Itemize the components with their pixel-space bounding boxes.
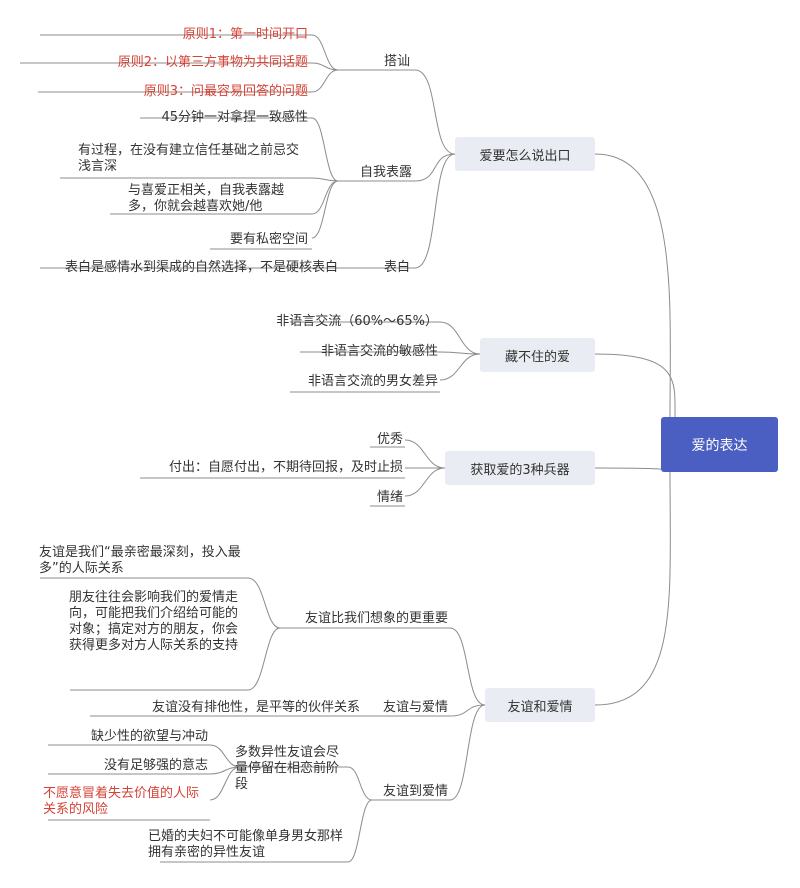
leaf-label: 表白是感情水到渠成的自然选择，不是硬核表白 [64,260,338,275]
branch-node-1[interactable]: 爱要怎么说出口 [455,137,595,171]
sub-node[interactable]: 非语言交流的敏感性 [321,344,438,360]
sub-sub-node[interactable]: 已婚的夫妇不可能像单身男女那样拥有亲密的异性友谊 [148,829,348,861]
branch-node-3[interactable]: 获取爱的3种兵器 [445,451,595,485]
sub-sub-label: 多数异性友谊会尽量停留在相恋前阶段 [235,745,340,792]
branch-label: 爱要怎么说出口 [479,148,571,164]
leaf-node[interactable]: 没有足够强的意志 [104,758,208,774]
leaf-node[interactable]: 有过程，在没有建立信任基础之前忌交浅言深 [78,143,308,175]
leaf-node[interactable]: 表白是感情水到渠成的自然选择，不是硬核表白 [65,260,338,276]
sub-label: 非语言交流（60%～65%） [276,314,438,329]
branch-label: 友谊和爱情 [507,699,573,715]
leaf-label: 不愿意冒着失去价值的人际关系的风险 [43,786,200,817]
sub-node-friendship-to-love[interactable]: 友谊到爱情 [383,784,448,800]
sub-sub-node[interactable]: 多数异性友谊会尽量停留在相恋前阶段 [235,745,345,793]
leaf-label: 45分钟一对拿捏一致感性 [161,110,308,125]
leaf-label: 没有足够强的意志 [103,758,208,773]
leaf-label: 要有私密空间 [229,232,308,247]
sub-node[interactable]: 非语言交流（60%～65%） [276,314,438,330]
sub-label: 非语言交流的男女差异 [307,374,438,389]
leaf-node[interactable]: 45分钟一对拿捏一致感性 [161,110,308,126]
sub-label: 表白 [383,260,410,275]
sub-label: 搭讪 [383,54,410,69]
sub-label: 友谊比我们想象的更重要 [304,611,448,626]
leaf-label: 友谊是我们“最亲密最深刻，投入最多”的人际关系 [39,545,241,576]
branch-label: 藏不住的爱 [504,349,570,365]
sub-node-dashan[interactable]: 搭讪 [384,54,410,70]
sub-node[interactable]: 非语言交流的男女差异 [308,374,438,390]
leaf-node[interactable]: 原则1：第一时间开口 [183,27,308,43]
sub-node[interactable]: 情绪 [377,490,403,506]
sub-node[interactable]: 优秀 [377,432,403,448]
leaf-node[interactable]: 原则2：以第三方事物为共同话题 [118,55,308,71]
sub-node-ziwobiaolu[interactable]: 自我表露 [360,165,412,181]
root-label: 爱的表达 [691,437,748,454]
sub-sub-label: 已婚的夫妇不可能像单身男女那样拥有亲密的异性友谊 [148,829,344,860]
leaf-node[interactable]: 缺少性的欲望与冲动 [91,729,208,745]
leaf-label: 原则3：问最容易回答的问题 [143,84,308,99]
sub-label: 付出：自愿付出，不期待回报，及时止损 [168,460,403,475]
sub-node[interactable]: 付出：自愿付出，不期待回报，及时止损 [169,460,403,476]
sub-label: 友谊与爱情 [382,700,448,715]
leaf-node[interactable]: 原则3：问最容易回答的问题 [144,84,308,100]
leaf-label: 朋友往往会影响我们的爱情走向，可能把我们介绍给可能的对象；搞定对方的朋友，你会获… [69,590,239,653]
leaf-label: 原则2：以第三方事物为共同话题 [117,55,308,70]
sub-label: 非语言交流的敏感性 [320,344,438,359]
branch-node-2[interactable]: 藏不住的爱 [480,338,595,372]
branch-label: 获取爱的3种兵器 [470,462,570,478]
leaf-node[interactable]: 要有私密空间 [230,232,308,248]
sub-node-friendship-important[interactable]: 友谊比我们想象的更重要 [305,611,448,627]
leaf-label: 原则1：第一时间开口 [182,27,308,42]
leaf-node[interactable]: 朋友往往会影响我们的爱情走向，可能把我们介绍给可能的对象；搞定对方的朋友，你会获… [69,590,244,654]
sub-label: 友谊到爱情 [382,784,448,799]
leaf-label: 友谊没有排他性，是平等的伙伴关系 [151,700,360,715]
leaf-node[interactable]: 与喜爱正相关，自我表露越多，你就会越喜欢她/他 [128,183,308,215]
sub-label: 情绪 [376,490,403,505]
leaf-label: 与喜爱正相关，自我表露越多，你就会越喜欢她/他 [128,183,285,214]
leaf-node[interactable]: 友谊没有排他性，是平等的伙伴关系 [152,700,360,716]
branch-node-4[interactable]: 友谊和爱情 [485,688,595,722]
root-node[interactable]: 爱的表达 [661,417,778,472]
sub-label: 优秀 [376,432,403,447]
leaf-node[interactable]: 不愿意冒着失去价值的人际关系的风险 [43,786,208,818]
leaf-node[interactable]: 友谊是我们“最亲密最深刻，投入最多”的人际关系 [39,545,244,577]
sub-label: 自我表露 [359,165,412,180]
leaf-label: 缺少性的欲望与冲动 [90,729,208,744]
sub-node-biaobai[interactable]: 表白 [384,260,410,276]
leaf-label: 有过程，在没有建立信任基础之前忌交浅言深 [78,143,300,174]
sub-node-friendship-love[interactable]: 友谊与爱情 [383,700,448,716]
